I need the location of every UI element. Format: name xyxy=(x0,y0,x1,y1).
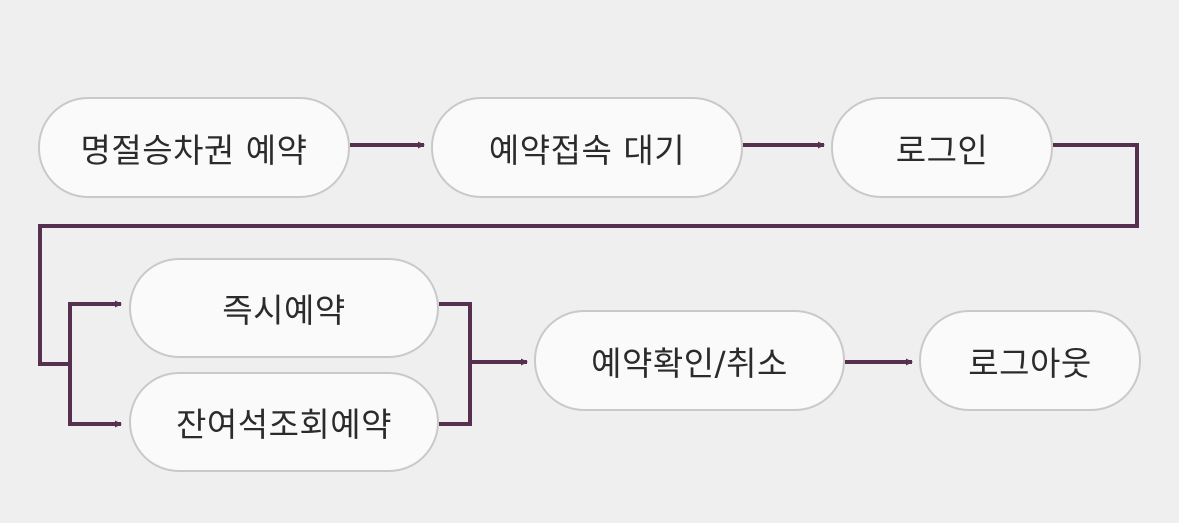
connector-n4-to-merge xyxy=(439,302,472,426)
node-reservation-queue: 예약접속 대기 xyxy=(431,97,743,198)
node-holiday-ticket-reservation: 명절승차권 예약 xyxy=(38,97,350,198)
node-seat-inquiry-reservation: 잔여석조회예약 xyxy=(129,372,439,472)
node-logout: 로그아웃 xyxy=(919,310,1141,411)
arrow-branch-to-n4 xyxy=(68,300,122,364)
connector-n3-to-branch xyxy=(38,143,1139,366)
node-instant-reservation: 즉시예약 xyxy=(129,258,439,358)
node-login: 로그인 xyxy=(831,97,1053,198)
arrow-branch-to-n5 xyxy=(68,364,122,428)
node-confirm-cancel: 예약확인/취소 xyxy=(534,310,845,411)
